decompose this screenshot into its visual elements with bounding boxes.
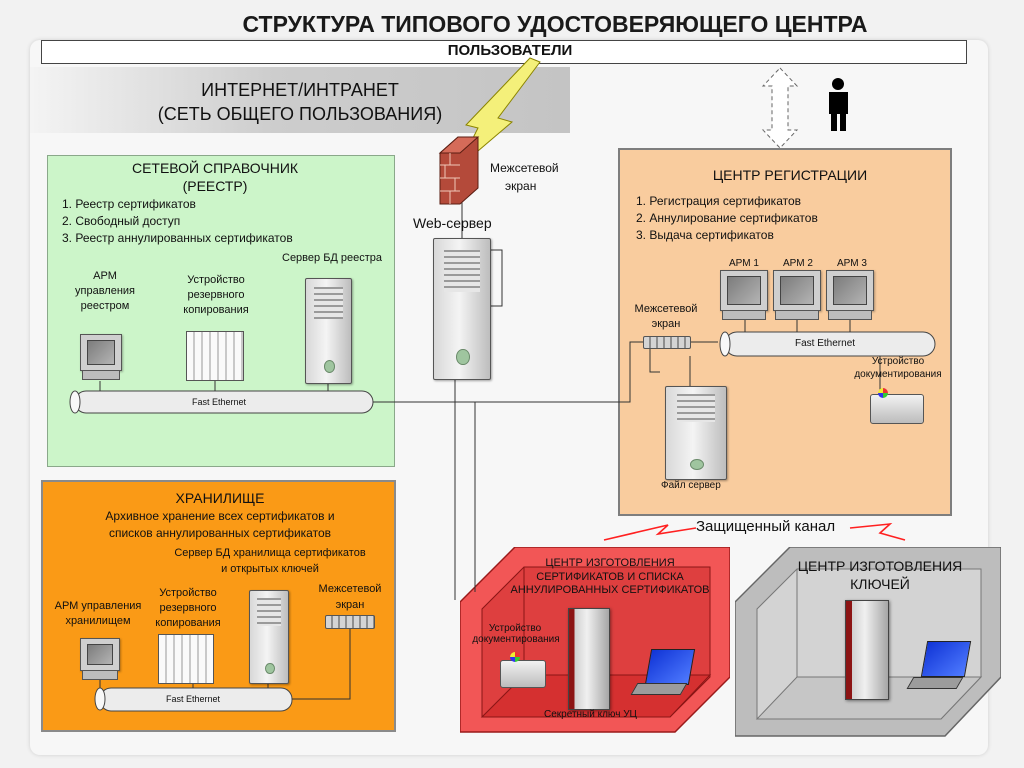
user-link-arrow — [761, 67, 799, 149]
registration-item-1: 1. Регистрация сертификатов — [636, 194, 802, 208]
firewall-top-label-1: Межсетевой — [490, 161, 559, 175]
cert-printer-label-1: Устройство — [488, 623, 542, 634]
directory-ethernet-label: Fast Ethernet — [192, 397, 247, 407]
users-bar — [41, 40, 967, 64]
directory-subtitle: (РЕЕСТР) — [182, 178, 248, 194]
secure-channel-bolt — [603, 524, 697, 541]
secure-channel-label: Защищенный канал — [696, 518, 836, 535]
directory-item-2: 2. Свободный доступ — [62, 214, 181, 228]
web-server — [433, 238, 491, 380]
key-center-title-2: КЛЮЧЕЙ — [850, 576, 910, 592]
registration-ethernet-bus — [719, 331, 936, 357]
cert-center-title-1: ЦЕНТР ИЗГОТОВЛЕНИЯ — [545, 557, 675, 569]
directory-title: СЕТЕВОЙ СПРАВОЧНИК — [131, 160, 299, 176]
registration-arm-3 — [826, 270, 874, 320]
cert-printer-label-2: документирования — [472, 634, 560, 645]
ca-server-rack — [568, 608, 610, 710]
storage-db-label-1: Сервер БД хранилища сертификатов — [174, 547, 366, 559]
storage-backup-label-3: копирования — [155, 617, 221, 629]
directory-backup-label-2: резервного — [187, 289, 245, 301]
directory-db-server — [305, 278, 352, 384]
storage-db-label-2: и открытых ключей — [221, 563, 319, 575]
key-center-title-1: ЦЕНТР ИЗГОТОВЛЕНИЯ — [797, 558, 963, 574]
key-server-rack — [845, 600, 889, 700]
secret-key-label: Секретный ключ УЦ — [544, 709, 637, 720]
storage-arm-label-2: хранилищем — [65, 615, 131, 627]
page-title: СТРУКТУРА ТИПОВОГО УДОСТОВЕРЯЮЩЕГО ЦЕНТР… — [242, 11, 868, 37]
storage-backup-label-2: резервного — [159, 602, 217, 614]
registration-firewall-label-2: экран — [651, 318, 681, 330]
internet-subtitle: (СЕТЬ ОБЩЕГО ПОЛЬЗОВАНИЯ) — [157, 104, 443, 124]
registration-firewall-label-1: Межсетевой — [634, 303, 698, 315]
storage-arm-label-1: АРМ управления — [54, 600, 142, 612]
file-server — [665, 386, 727, 480]
directory-arm-label-3: реестром — [80, 300, 130, 312]
storage-db-server — [249, 590, 289, 684]
directory-backup-device — [186, 331, 244, 381]
registration-arm-1 — [720, 270, 768, 320]
cert-center-title-2: СЕРТИФИКАТОВ И СПИСКА — [536, 571, 684, 583]
registration-arm-3-label: АРМ 3 — [837, 258, 867, 269]
registration-arm-1-label: АРМ 1 — [729, 258, 759, 269]
registration-firewall-switch — [643, 336, 691, 349]
storage-backup-device — [158, 634, 214, 684]
registration-item-3: 3. Выдача сертификатов — [636, 228, 774, 242]
registration-title: ЦЕНТР РЕГИСТРАЦИИ — [712, 167, 868, 183]
directory-db-server-label: Сервер БД реестра — [282, 252, 383, 264]
registration-arm-2 — [773, 270, 821, 320]
directory-backup-label-1: Устройство — [187, 274, 245, 286]
directory-item-1: 1. Реестр сертификатов — [62, 197, 196, 211]
storage-title: ХРАНИЛИЩЕ — [175, 490, 265, 506]
storage-desc-2: списков аннулированных сертификатов — [108, 526, 331, 540]
registration-printer — [870, 394, 924, 424]
storage-arm-workstation — [80, 638, 120, 680]
firewall-brick-icon — [438, 136, 480, 205]
directory-arm-label-2: управления — [75, 285, 135, 297]
users-label: ПОЛЬЗОВАТЕЛИ — [447, 42, 573, 59]
internet-title: ИНТЕРНЕТ/ИНТРАНЕТ — [201, 80, 399, 100]
directory-arm-label-1: АРМ — [93, 270, 117, 282]
directory-backup-label-3: копирования — [183, 304, 249, 316]
registration-printer-label-1: Устройство — [871, 356, 925, 367]
web-server-label: Web-сервер — [413, 215, 492, 231]
key-center-laptop — [906, 641, 972, 689]
directory-item-3: 3. Реестр аннулированных сертификатов — [62, 231, 293, 245]
file-server-label: Файл сервер — [661, 480, 721, 491]
cert-center-title-3: АННУЛИРОВАННЫХ СЕРТИФИКАТОВ — [510, 584, 710, 596]
registration-arm-2-label: АРМ 2 — [783, 258, 813, 269]
cert-printer-color-icon — [510, 652, 520, 662]
cert-center-laptop — [630, 649, 696, 695]
storage-firewall-label-2: экран — [335, 599, 365, 611]
storage-ethernet-label: Fast Ethernet — [166, 694, 221, 704]
person-icon — [829, 78, 848, 131]
cert-center-printer — [500, 660, 546, 688]
storage-firewall-label-1: Межсетевой — [318, 583, 382, 595]
directory-arm-workstation — [80, 334, 122, 380]
registration-printer-label-2: документирования — [854, 369, 942, 380]
registration-ethernet-label: Fast Ethernet — [795, 338, 856, 349]
storage-backup-label-1: Устройство — [159, 587, 217, 599]
registration-item-2: 2. Аннулирование сертификатов — [636, 211, 818, 225]
storage-firewall-switch — [325, 615, 375, 629]
storage-desc-1: Архивное хранение всех сертификатов и — [105, 509, 335, 523]
printer-color-icon — [878, 388, 888, 398]
firewall-top-label-2: экран — [505, 179, 537, 193]
